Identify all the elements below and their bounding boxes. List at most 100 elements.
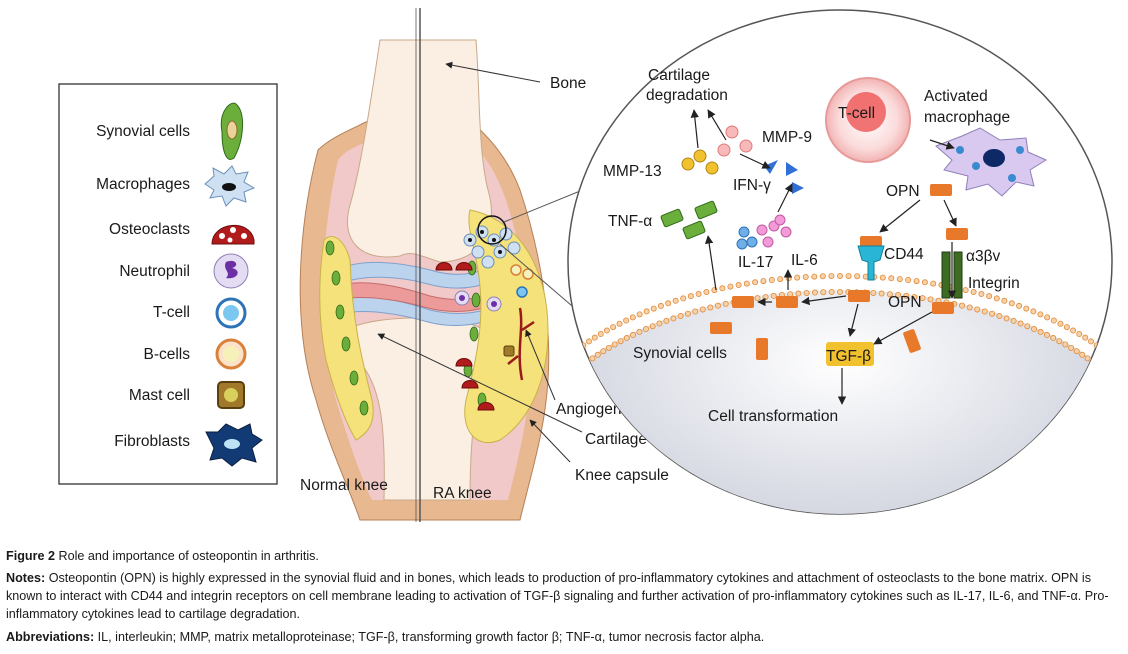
lipid-head-outer: [1016, 302, 1023, 309]
lipid-head-outer: [1104, 350, 1111, 357]
lipid-head-outer: [568, 354, 571, 361]
label-bone: Bone: [550, 75, 586, 92]
integrin-receptor: [941, 251, 963, 299]
label-synovial-cells: Synovial cells: [633, 345, 727, 362]
lipid-head-inner: [878, 290, 885, 297]
lipid-head-inner: [554, 387, 559, 392]
molecular-inset: T-cell Activated macrophage OPN CD44 α3β…: [554, 9, 1125, 515]
caption-notes: Notes: Osteopontin (OPN) is highly expre…: [6, 569, 1122, 623]
label-cd44: CD44: [884, 246, 924, 263]
ra-synovium: [464, 209, 549, 444]
lipid-head-outer: [1070, 327, 1077, 334]
lipid-head-outer: [665, 300, 672, 307]
label-knee-capsule: Knee capsule: [575, 467, 669, 484]
lipid-head-outer: [1057, 320, 1064, 327]
legend-label-osteoclasts: Osteoclasts: [109, 221, 190, 238]
legend-label-b-cells: B-cells: [143, 346, 190, 363]
lipid-head-outer: [854, 273, 861, 280]
lipid-head-outer: [896, 276, 903, 283]
lipid-head-outer: [603, 327, 610, 334]
lipid-head-inner: [989, 310, 996, 317]
lipid-head-outer: [650, 305, 657, 312]
lipid-head-inner: [1037, 328, 1044, 335]
lipid-head-outer: [629, 314, 636, 321]
lipid-head-outer: [1099, 346, 1106, 353]
lipid-head-outer: [752, 279, 759, 286]
lipid-head-inner: [903, 292, 910, 299]
lipid-head-inner: [754, 295, 761, 302]
lipid-head-inner: [895, 292, 902, 299]
lipid-head-outer: [643, 308, 650, 315]
caption-abbr-text: IL, interleukin; MMP, matrix metalloprot…: [97, 630, 765, 644]
lipid-head-inner: [1010, 317, 1017, 324]
lipid-head-outer: [819, 273, 826, 280]
opn-block-top: [930, 184, 952, 196]
lipid-head-inner: [1084, 355, 1091, 362]
label-ifn-gamma: IFN-γ: [733, 177, 771, 194]
b-cell-icon: [215, 338, 247, 370]
lipid-head-outer: [905, 277, 912, 284]
lipid-head-inner: [569, 370, 576, 377]
lipid-head-inner: [974, 306, 981, 313]
lipid-head-outer: [879, 274, 886, 281]
label-opn-top: OPN: [886, 183, 920, 200]
lipid-head-outer: [574, 346, 581, 353]
magnified-region-marker: [477, 215, 507, 245]
lipid-head-inner: [656, 320, 663, 327]
lipid-head-inner: [1079, 351, 1086, 358]
lipid-head-outer: [1008, 300, 1015, 307]
lipid-head-inner: [670, 315, 677, 322]
knee-illustration: [299, 8, 613, 522]
label-mmp9: MMP-9: [762, 129, 812, 146]
cd44-receptor: [857, 236, 885, 281]
lipid-head-outer: [768, 277, 775, 284]
lipid-head-inner: [1094, 362, 1101, 369]
lipid-head-inner: [886, 291, 893, 298]
lipid-head-inner: [828, 289, 835, 296]
lipid-head-inner: [966, 304, 973, 311]
inset-t-cell: [825, 77, 911, 163]
lipid-head-outer: [623, 317, 630, 324]
lipid-head-inner: [562, 379, 567, 384]
lipid-head-outer: [785, 275, 792, 282]
lipid-head-outer: [828, 273, 835, 280]
fibroblast-icon: [205, 423, 263, 467]
label-il6: IL-6: [791, 252, 818, 269]
lipid-head-inner: [1031, 326, 1038, 333]
lipid-head-outer: [695, 291, 702, 298]
lipid-head-outer: [970, 288, 977, 295]
caption-notes-label: Notes:: [6, 571, 46, 585]
lipid-head-inner: [692, 308, 699, 315]
lipid-head-inner: [803, 289, 810, 296]
caption-figure-label: Figure 2: [6, 549, 55, 563]
lipid-head-outer: [1030, 308, 1037, 315]
label-il17: IL-17: [738, 254, 773, 271]
lipid-head-outer: [616, 320, 623, 327]
lipid-head-inner: [699, 306, 706, 313]
lipid-head-outer: [986, 293, 993, 300]
lipid-head-outer: [610, 324, 617, 331]
lipid-head-outer: [743, 280, 750, 287]
synovial-cell-icon: [220, 102, 243, 160]
lipid-head-outer: [657, 302, 664, 309]
mast-cell-icon: [217, 381, 245, 409]
lipid-head-outer: [703, 288, 710, 295]
lipid-head-outer: [777, 276, 784, 283]
lipid-head-inner: [1104, 370, 1111, 377]
lipid-head-outer: [672, 297, 679, 304]
caption-notes-text: Osteopontin (OPN) is highly expressed in…: [6, 571, 1109, 621]
lipid-head-outer: [569, 350, 576, 357]
lipid-head-outer: [1120, 363, 1125, 368]
lipid-head-outer: [802, 274, 809, 281]
label-normal-knee: Normal knee: [300, 477, 388, 494]
lipid-head-outer: [1076, 331, 1083, 338]
lipid-head-outer: [930, 280, 937, 287]
lipid-head-outer: [962, 287, 969, 294]
label-tnf-alpha: TNF-α: [608, 213, 652, 230]
lipid-head-outer: [560, 359, 565, 364]
label-cartilage: Cartilage: [585, 431, 647, 448]
legend-label-synovial: Synovial cells: [96, 123, 190, 140]
caption-abbreviations: Abbreviations: IL, interleukin; MMP, mat…: [6, 628, 1122, 646]
lipid-head-inner: [636, 328, 643, 335]
lipid-head-inner: [630, 331, 637, 338]
